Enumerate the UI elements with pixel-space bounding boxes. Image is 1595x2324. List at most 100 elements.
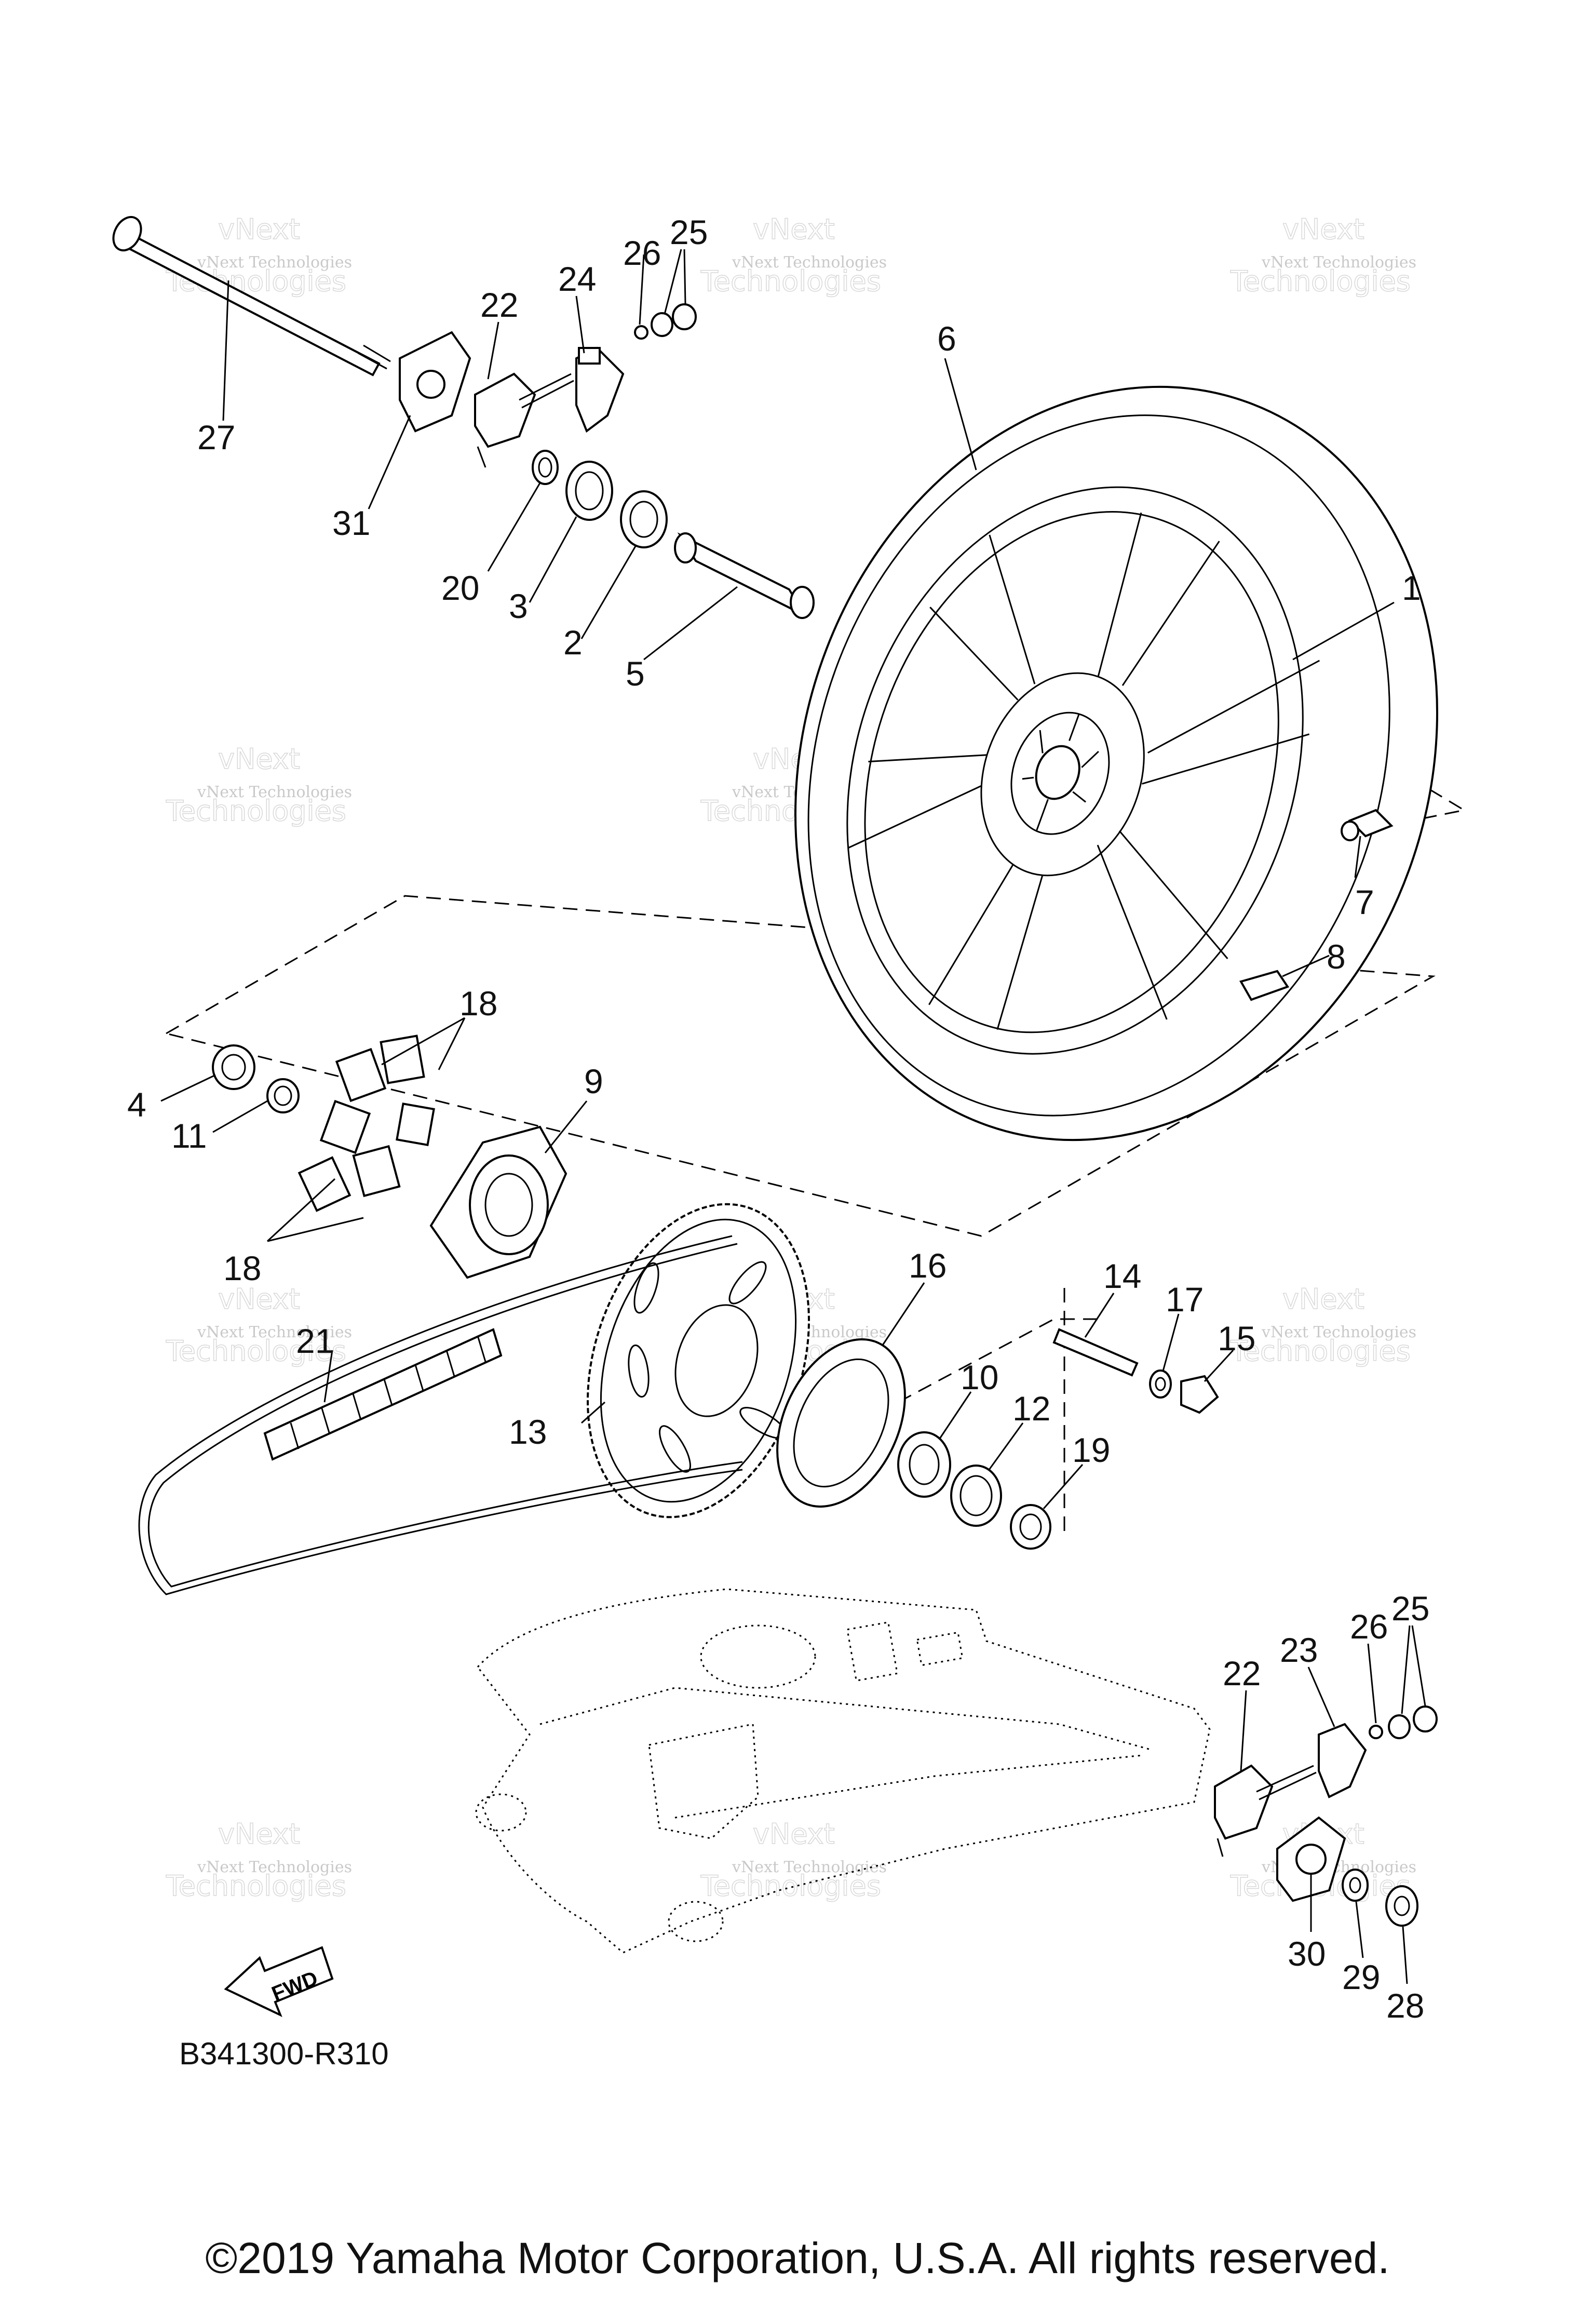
callout-1: 1 [1402,569,1421,607]
callout-7: 7 [1355,883,1374,921]
svg-text:Technologies: Technologies [166,1870,346,1902]
callout-19: 19 [1072,1431,1110,1469]
tire-tread-edge [807,414,1390,1117]
svg-text:Technologies: Technologies [166,1335,346,1367]
callout-18-lower: 18 [223,1249,261,1287]
axle-nut [1385,1885,1418,1927]
chain-puller-lower [1318,1723,1367,1798]
washer-nut-upper [634,303,697,340]
callout-14: 14 [1103,1257,1141,1295]
chain-adjuster-upper [474,372,574,468]
bearing-2 [620,490,668,548]
callout-12: 12 [1012,1389,1050,1428]
right-axle-plate [1276,1816,1346,1902]
svg-text:vNext Technologies: vNext Technologies [732,1858,887,1876]
chain-puller-upper [575,346,625,433]
svg-text:vNext: vNext [218,213,300,246]
fwd-direction-arrow: FWD [224,1946,334,2018]
callout-22-upper: 22 [480,286,518,324]
callout-13: 13 [509,1413,547,1451]
copyright-notice: ©2019 Yamaha Motor Corporation, U.S.A. A… [205,2234,1390,2282]
wheel-spokes [847,512,1320,1030]
callout-11: 11 [171,1117,207,1155]
svg-text:vNext: vNext [753,1818,835,1850]
svg-text:Technologies: Technologies [1230,1335,1411,1367]
svg-text:vNext: vNext [218,1283,300,1315]
svg-text:Technologies: Technologies [1230,265,1411,298]
spacer-5 [674,532,815,619]
callout-23: 23 [1280,1631,1318,1669]
wheel-dampers [298,1035,435,1212]
rim-outer [846,486,1304,1055]
oil-seal-3 [565,461,613,521]
oil-seal-12 [950,1465,1002,1527]
stud-nut [1180,1375,1219,1414]
callout-5: 5 [626,654,645,693]
svg-text:Technologies: Technologies [166,795,346,827]
svg-text:vNext Technologies: vNext Technologies [1261,1323,1416,1341]
bearing-10 [897,1431,951,1498]
stud-washer [1149,1369,1172,1399]
callout-3: 3 [509,587,528,625]
callout-17: 17 [1166,1280,1204,1319]
drive-chain [138,1235,743,1595]
tire-outline [794,385,1439,1141]
callout-4: 4 [127,1085,146,1124]
svg-text:vNext Technologies: vNext Technologies [197,1323,352,1341]
sprocket-hardware-boundary [898,1318,1106,1403]
svg-text:vNext Technologies: vNext Technologies [197,1858,352,1876]
collar-20 [532,450,559,485]
svg-text:Technologies: Technologies [700,1870,881,1902]
balance-weight [1239,970,1290,1001]
left-axle-plate [399,331,471,433]
svg-text:vNext Technologies: vNext Technologies [197,253,352,272]
callout-21: 21 [296,1322,334,1360]
callout-16: 16 [909,1246,947,1285]
callout-10: 10 [961,1358,998,1396]
sprocket-stud [1052,1328,1139,1377]
svg-text:vNext: vNext [753,213,835,246]
leader-lines [160,249,1426,1984]
watermark: vNext vNext Technologies Technologies [165,1817,352,1903]
callout-numbers: 1 2 3 4 5 6 7 8 9 10 11 12 13 14 15 16 1… [127,213,1429,2025]
sprocket-plate [776,1338,906,1508]
rim-inner [864,511,1279,1033]
watermark: vNext vNext Technologies Technologies [165,1282,352,1368]
svg-text:vNext: vNext [1282,213,1364,246]
swingarm [475,1588,1211,1954]
bearing-4 [212,1044,255,1090]
hub-outer [980,672,1145,877]
callout-31: 31 [332,504,370,542]
chain-links [263,1328,503,1461]
rear-sprocket [587,1203,810,1519]
svg-text:vNext Technologies: vNext Technologies [1261,253,1416,272]
callout-27: 27 [197,418,235,456]
collar-11 [266,1078,300,1113]
callout-15: 15 [1218,1319,1255,1358]
callout-22-lower: 22 [1223,1654,1261,1692]
axle-washer [1342,1869,1369,1902]
watermark: vNext vNext Technologies Technologies [700,212,887,298]
callout-20: 20 [441,569,479,607]
callout-18-upper: 18 [459,984,497,1023]
svg-text:vNext: vNext [218,1818,300,1850]
svg-text:vNext Technologies: vNext Technologies [197,783,352,801]
watermark: vNext vNext Technologies Technologies [165,212,352,298]
svg-text:Technologies: Technologies [700,265,881,298]
watermark: vNext vNext Technologies Technologies [165,742,352,828]
callout-25-lower: 25 [1391,1589,1429,1628]
callout-8: 8 [1327,937,1346,976]
clutch-hub [429,1125,567,1279]
svg-text:vNext: vNext [218,743,300,775]
svg-text:vNext Technologies: vNext Technologies [732,253,887,272]
chain-adjuster-lower [1214,1764,1317,1857]
callout-26-upper: 26 [623,234,661,272]
tire-valve [1341,809,1394,841]
callout-2: 2 [563,623,583,662]
svg-text:vNext: vNext [1282,1283,1364,1315]
hub-bore [1035,745,1080,800]
callout-24: 24 [558,260,596,298]
callout-26-lower: 26 [1350,1607,1388,1646]
watermark: vNext vNext Technologies Technologies [700,1817,887,1903]
